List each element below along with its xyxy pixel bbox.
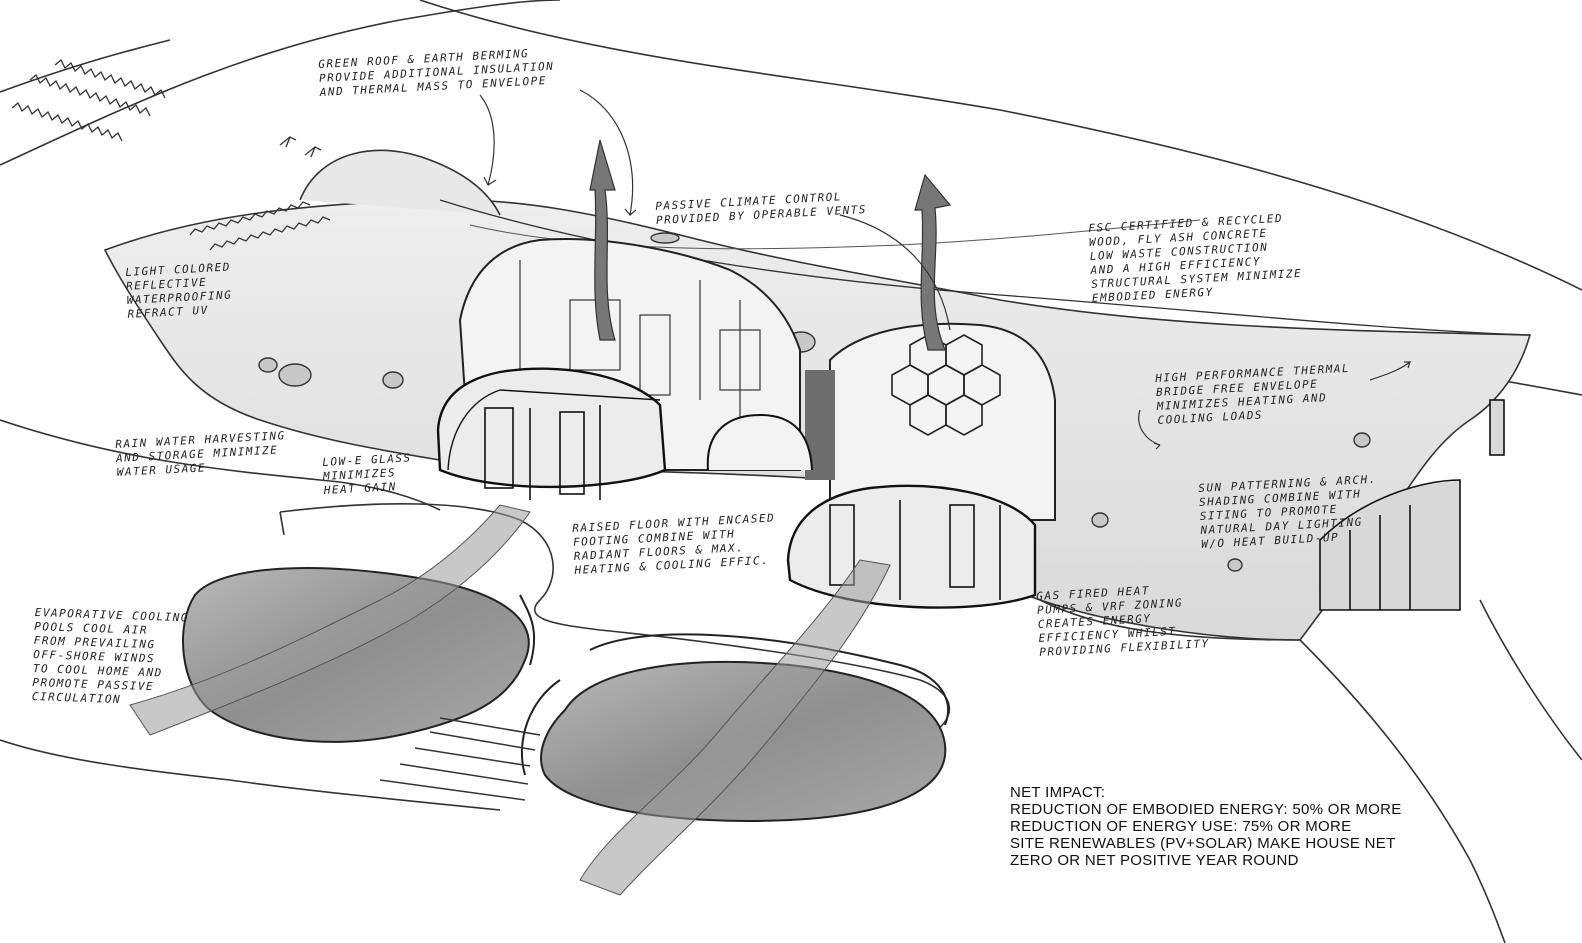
airflow-swaths: [129, 504, 891, 896]
sun-ray-icons: [11, 58, 331, 251]
net-impact-line: REDUCTION OF ENERGY USE: 75% OR MORE: [1010, 818, 1352, 835]
leader-lines: [479, 89, 1412, 450]
ground-terrace: [279, 503, 1301, 736]
net-impact-line: SITE RENEWABLES (PV+SOLAR) MAKE HOUSE NE…: [1010, 835, 1396, 852]
cutaway-rooms: [436, 238, 1505, 611]
annotation-rain-water: RAIN WATER HARVESTING AND STORAGE MINIMI…: [115, 429, 287, 479]
stairs: [379, 717, 541, 801]
net-impact-line: ZERO OR NET POSITIVE YEAR ROUND: [1010, 852, 1299, 869]
annotation-high-performance: HIGH PERFORMANCE THERMAL BRIDGE FREE ENV…: [1155, 361, 1351, 427]
annotation-gas-fired: GAS FIRED HEAT PUMPS & VRF ZONING CREATE…: [1036, 584, 1210, 659]
net-impact-heading: NET IMPACT:: [1010, 784, 1106, 801]
annotation-fsc-certified: FSC CERTIFIED & RECYCLED WOOD, FLY ASH C…: [1088, 211, 1303, 305]
annotation-sun-patterning: SUN PATTERNING & ARCH. SHADING COMBINE W…: [1198, 472, 1378, 551]
annotation-low-e-glass: LOW-E GLASS MINIMIZES HEAT GAIN: [322, 451, 412, 497]
annotation-raised-floor: RAISED FLOOR WITH ENCASED FOOTING COMBIN…: [572, 511, 776, 577]
net-impact-block: NET IMPACT: REDUCTION OF EMBODIED ENERGY…: [1010, 784, 1402, 869]
annotation-evaporative: EVAPORATIVE COOLING POOLS COOL AIR FROM …: [31, 606, 190, 707]
net-impact-line: REDUCTION OF EMBODIED ENERGY: 50% OR MOR…: [1010, 801, 1402, 818]
annotation-light-colored: LIGHT COLORED REFLECTIVE WATERPROOFING R…: [125, 260, 233, 321]
convection-arrows: [589, 139, 952, 351]
